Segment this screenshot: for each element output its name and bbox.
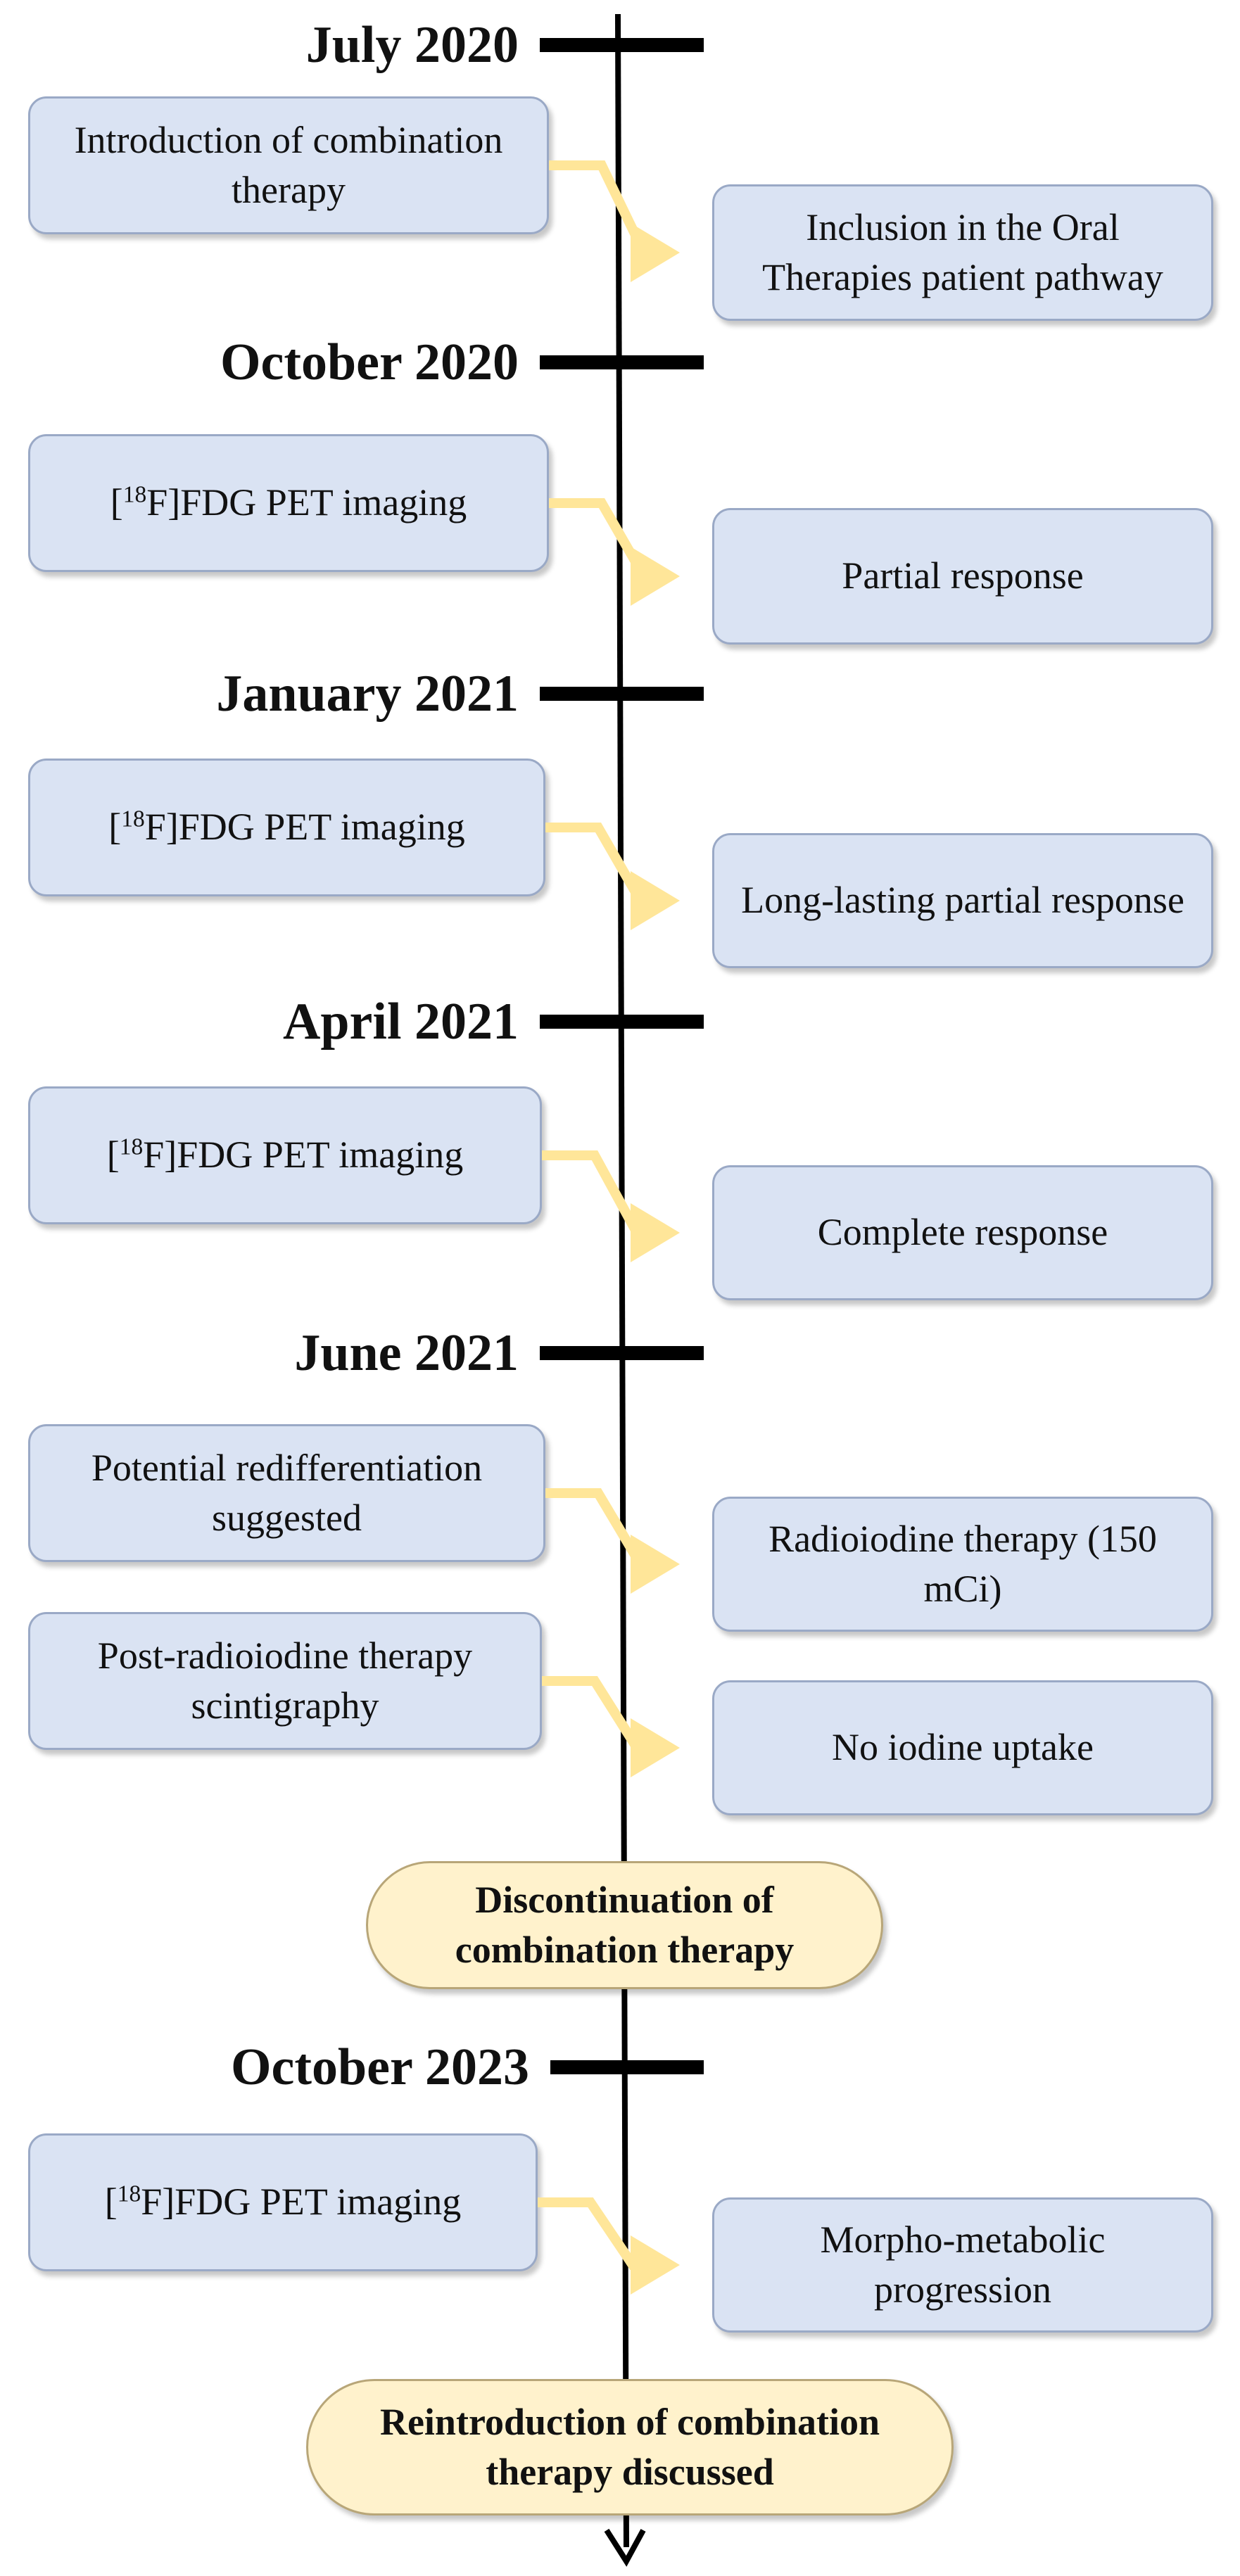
connector-arrow [538, 2197, 680, 2295]
connector-arrow [545, 823, 680, 930]
connector-arrow [542, 1150, 680, 1262]
date-october-2023: October 2023 [230, 2038, 529, 2096]
event-no-iodine-uptake: No iodine uptake [712, 1680, 1213, 1815]
event-complete-response: Complete response [712, 1165, 1213, 1300]
date-january-2021: January 2021 [216, 665, 519, 723]
fdg-pet-label: F]FDG PET imaging [144, 806, 465, 849]
event-radioiodine-therapy: Radioiodine therapy (150 mCi) [712, 1497, 1213, 1632]
event-partial-response: Partial response [712, 508, 1213, 645]
fdg-pet-bracket: [ [110, 481, 123, 524]
connector-arrow [549, 160, 680, 282]
event-potential-redifferentiation: Potential redifferentiation suggested [28, 1424, 545, 1562]
date-october-2020: October 2020 [220, 334, 519, 391]
isotope-mass-number: 18 [121, 806, 145, 832]
milestone-reintroduction: Reintroduction of combination therapy di… [306, 2379, 954, 2515]
event-morpho-metabolic-progression: Morpho-metabolic progression [712, 2197, 1213, 2333]
connector-arrow [542, 1676, 680, 1777]
milestone-discontinuation: Discontinuation of combination therapy [366, 1861, 883, 1989]
fdg-pet-bracket: [ [106, 1134, 120, 1176]
event-fdg-pet-imaging-oct-2023: [18F]FDG PET imaging [28, 2133, 538, 2271]
fdg-pet-label: F]FDG PET imaging [141, 2181, 462, 2223]
isotope-mass-number: 18 [122, 481, 147, 508]
event-fdg-pet-imaging-oct-2020: [18F]FDG PET imaging [28, 434, 549, 572]
event-introduction-combination-therapy: Introduction of combination therapy [28, 96, 549, 234]
connector-arrow [549, 498, 680, 606]
event-fdg-pet-imaging-jan-2021: [18F]FDG PET imaging [28, 759, 545, 896]
timeline-axis [615, 13, 629, 2548]
event-post-radioiodine-scintigraphy: Post-radioiodine therapy scintigraphy [28, 1612, 542, 1750]
fdg-pet-label: F]FDG PET imaging [146, 481, 467, 524]
connector-arrow [545, 1488, 680, 1594]
event-inclusion-oral-therapies-pathway: Inclusion in the Oral Therapies patient … [712, 184, 1213, 321]
event-fdg-pet-imaging-apr-2021: [18F]FDG PET imaging [28, 1086, 542, 1224]
timeline-axis-arrowhead [604, 2528, 646, 2567]
fdg-pet-bracket: [ [108, 806, 122, 849]
fdg-pet-label: F]FDG PET imaging [143, 1134, 464, 1176]
event-long-lasting-partial-response: Long-lasting partial response [712, 833, 1213, 968]
fdg-pet-bracket: [ [104, 2181, 118, 2223]
date-june-2021: June 2021 [294, 1324, 519, 1382]
date-april-2021: April 2021 [282, 993, 519, 1051]
isotope-mass-number: 18 [117, 2181, 141, 2207]
isotope-mass-number: 18 [119, 1134, 144, 1160]
date-july-2020: July 2020 [305, 16, 519, 74]
